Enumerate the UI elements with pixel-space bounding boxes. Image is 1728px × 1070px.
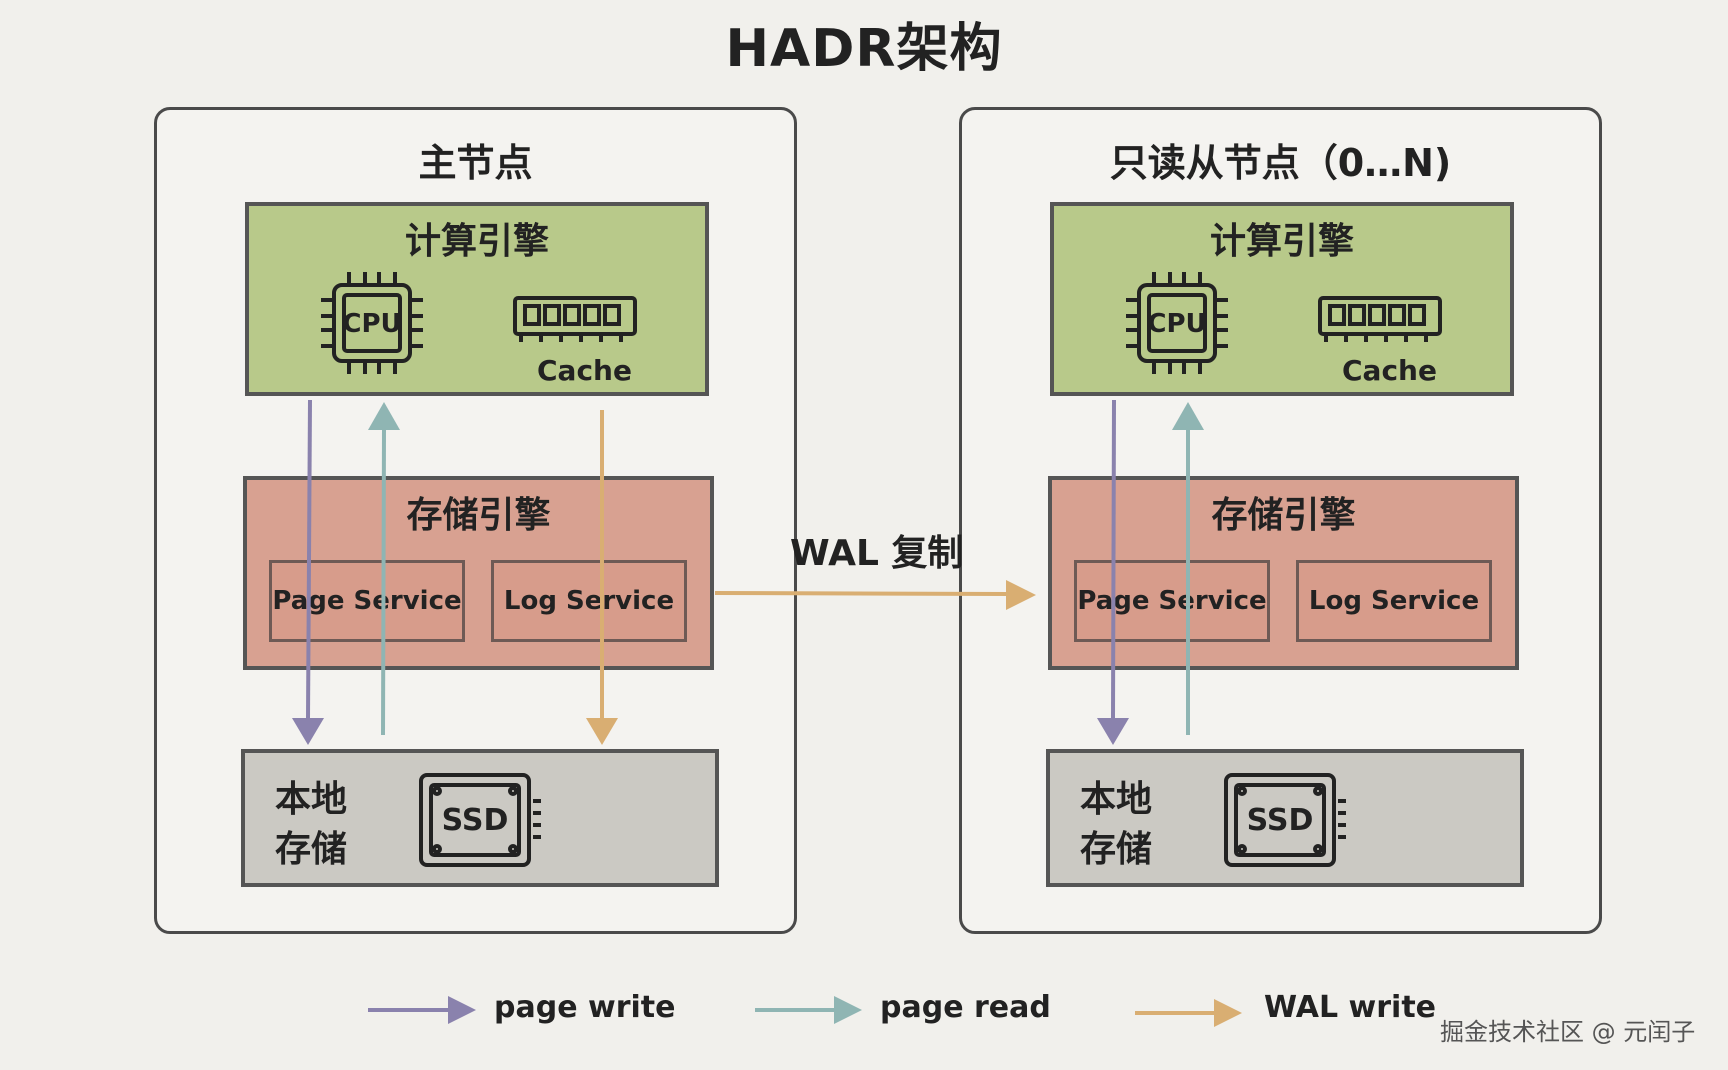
- memory-icon: [1318, 296, 1442, 342]
- local-storage-label: 本地存储: [275, 779, 348, 870]
- local-storage-label: 本地存储: [1080, 779, 1153, 870]
- cpu-icon: CPU: [1126, 272, 1228, 374]
- page-service-box: Page Service: [269, 560, 465, 642]
- replica-compute-engine: 计算引擎 CPU Cache: [1050, 202, 1514, 396]
- replica-node-title: 只读从节点（0…N): [1109, 141, 1452, 185]
- cpu-label: CPU: [342, 309, 401, 339]
- cpu-label: CPU: [1147, 309, 1206, 339]
- page-title: HADR架构: [725, 19, 1003, 79]
- page-read-arrow-primary: [368, 402, 400, 736]
- wal-replication-arrow: [714, 580, 1036, 610]
- legend-page-read-arrow: [755, 996, 862, 1024]
- ssd-label: SSD: [442, 803, 509, 838]
- legend-page-write-arrow: [368, 996, 476, 1024]
- log-service-box: Log Service: [1296, 560, 1492, 642]
- legend-page-write-label: page write: [494, 990, 676, 1025]
- ssd-icon: SSD: [419, 773, 541, 867]
- primary-node: 主节点 计算引擎 CPU Cache 存储引擎 Page Service: [154, 107, 797, 934]
- cache-label: Cache: [537, 354, 632, 387]
- replica-storage-engine: 存储引擎 Page Service Log Service: [1048, 476, 1519, 670]
- cpu-icon: CPU: [321, 272, 423, 374]
- log-service-box: Log Service: [491, 560, 687, 642]
- ssd-label: SSD: [1247, 803, 1314, 838]
- ssd-icon: SSD: [1224, 773, 1346, 867]
- page-write-arrow-primary: [292, 399, 324, 745]
- legend-wal-write-arrow: [1135, 999, 1242, 1027]
- primary-node-title: 主节点: [418, 141, 533, 185]
- replica-node: 只读从节点（0…N) 计算引擎 CPU Cache 存储引擎 Page Se: [959, 107, 1602, 934]
- legend-wal-write-label: WAL write: [1264, 990, 1437, 1025]
- wal-replication-label: WAL 复制: [790, 533, 964, 574]
- primary-compute-engine: 计算引擎 CPU Cache: [245, 202, 709, 396]
- replica-local-storage: 本地存储 SSD: [1046, 749, 1524, 887]
- page-service-box: Page Service: [1074, 560, 1270, 642]
- page-write-arrow-replica: [1097, 399, 1129, 745]
- wal-write-arrow-primary: [586, 410, 618, 745]
- storage-engine-title: 存储引擎: [1211, 495, 1356, 536]
- legend-page-read-label: page read: [880, 990, 1051, 1025]
- page-read-arrow-replica: [1172, 402, 1204, 735]
- cache-label: Cache: [1342, 354, 1437, 387]
- memory-icon: [513, 296, 637, 342]
- compute-engine-title: 计算引擎: [1209, 221, 1354, 262]
- primary-storage-engine: 存储引擎 Page Service Log Service: [243, 476, 714, 670]
- compute-engine-title: 计算引擎: [404, 221, 549, 262]
- storage-engine-title: 存储引擎: [406, 495, 551, 536]
- primary-local-storage: 本地存储 SSD: [241, 749, 719, 887]
- watermark: 掘金技术社区 @ 元闰子: [1440, 1018, 1696, 1046]
